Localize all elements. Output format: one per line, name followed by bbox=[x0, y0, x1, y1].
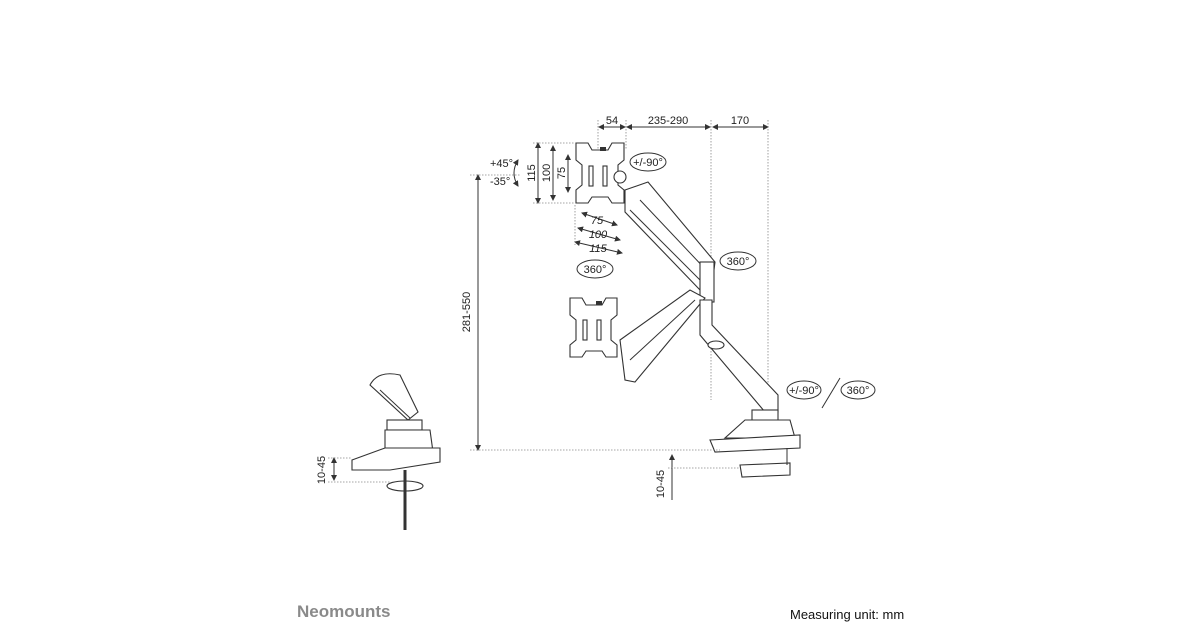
tilt-down-label: -35° bbox=[490, 176, 510, 188]
tilt-up-label: +45° bbox=[490, 158, 513, 170]
rotate-base-badge bbox=[840, 380, 876, 400]
dim-235-290: 235-290 bbox=[648, 115, 688, 127]
swivel-head-badge bbox=[629, 152, 667, 172]
dim-height-range: 281-550 bbox=[461, 292, 473, 332]
swivel-head-label: +/-90° bbox=[633, 157, 663, 169]
vesa-horizontal-dims bbox=[574, 205, 623, 255]
vesa-plate-upper bbox=[575, 142, 627, 204]
rotate-head-badge bbox=[576, 259, 614, 279]
rotate-joint-label: 360° bbox=[727, 256, 750, 268]
swivel-base-badge bbox=[786, 380, 822, 400]
dim-vesa-h-75: 75 bbox=[591, 215, 604, 227]
rotate-base-label: 360° bbox=[847, 385, 870, 397]
rotate-head-label: 360° bbox=[584, 264, 607, 276]
dim-54: 54 bbox=[606, 115, 618, 127]
dim-vesa-h-115: 115 bbox=[589, 243, 607, 255]
separator-slash bbox=[821, 377, 841, 409]
dim-vesa-v-100: 100 bbox=[541, 164, 553, 182]
dim-vesa-v-115: 115 bbox=[526, 164, 538, 182]
measuring-unit-note: Measuring unit: mm bbox=[790, 607, 905, 622]
rotate-joint-badge bbox=[719, 251, 757, 271]
dim-vesa-h-100: 100 bbox=[589, 229, 608, 241]
vesa-vertical-dims bbox=[533, 142, 576, 204]
brand-logo: Neomounts bbox=[297, 602, 391, 621]
tilt-arrow-icon bbox=[512, 159, 519, 187]
dim-vesa-v-75: 75 bbox=[556, 167, 568, 179]
top-dimension-lines bbox=[597, 120, 769, 400]
grommet-mount-detail bbox=[328, 373, 441, 530]
vesa-plate-lower bbox=[569, 297, 618, 358]
dim-grommet-thickness: 10-45 bbox=[316, 456, 328, 484]
swivel-base-label: +/-90° bbox=[789, 385, 819, 397]
dim-170: 170 bbox=[731, 115, 749, 127]
monitor-arm bbox=[619, 181, 801, 478]
dim-clamp-thickness: 10-45 bbox=[655, 470, 667, 498]
